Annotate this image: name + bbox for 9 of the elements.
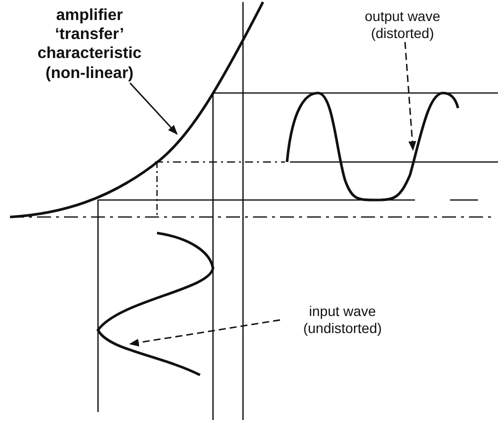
input-wave-curve [96, 232, 214, 376]
callout-label: input wave (undistorted) [280, 303, 405, 337]
transfer-curve [10, 1, 264, 218]
callout-label: amplifier ‘transfer’ characteristic (non-linear) [22, 6, 157, 83]
leader-line [404, 42, 416, 151]
output-wave-curve [286, 92, 460, 202]
leader-line [129, 319, 280, 346]
callout-label: output wave (distorted) [340, 8, 465, 42]
leader-line [129, 82, 178, 135]
